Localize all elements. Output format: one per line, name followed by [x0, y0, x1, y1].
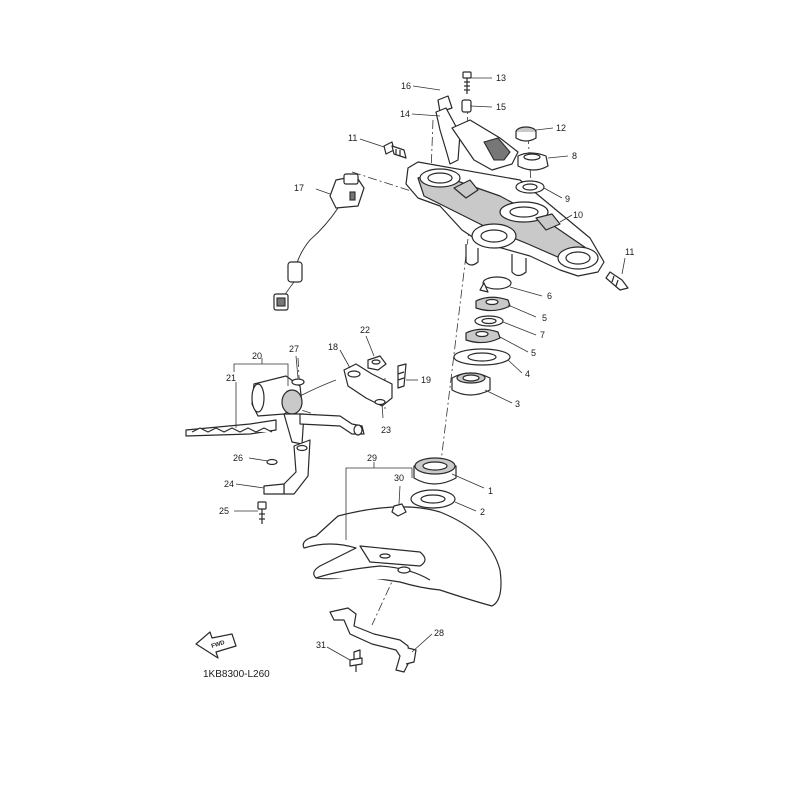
- switch-holder: [435, 71, 519, 171]
- callout-11-left: 11: [348, 133, 357, 143]
- lower-bearing: [410, 457, 457, 509]
- callout-8: 8: [572, 151, 577, 161]
- callout-10: 10: [573, 210, 583, 220]
- callout-18: 18: [328, 342, 338, 352]
- diagram-code: 1KB8300-L260: [203, 669, 270, 680]
- callout-4: 4: [525, 369, 530, 379]
- callout-17: 17: [294, 183, 304, 193]
- callout-22: 22: [360, 325, 370, 335]
- callout-30: 30: [394, 473, 404, 483]
- callout-9: 9: [565, 194, 570, 204]
- steering-damper: [185, 375, 365, 524]
- callout-2: 2: [480, 507, 485, 517]
- callout-5-upper: 5: [542, 313, 547, 323]
- callout-6: 6: [547, 291, 552, 301]
- callout-1: 1: [488, 486, 493, 496]
- upper-bracket: [405, 161, 605, 277]
- forward-arrow: FWD: [195, 631, 237, 659]
- callout-13: 13: [496, 73, 506, 83]
- callout-numbers: 1 2 3 4 5 5 6 7 8 9 10 11 11 12 13 14 15…: [219, 73, 634, 650]
- nut-30: [391, 503, 407, 517]
- callout-19: 19: [421, 375, 431, 385]
- callout-21: 21: [226, 373, 236, 383]
- callout-29: 29: [367, 453, 377, 463]
- callout-27: 27: [289, 344, 299, 354]
- lower-bracket: [329, 607, 417, 673]
- callout-14: 14: [400, 109, 410, 119]
- fwd-label: FWD: [211, 640, 226, 650]
- top-bolts-nuts: [383, 126, 629, 291]
- callout-28: 28: [434, 628, 444, 638]
- callout-31: 31: [316, 640, 326, 650]
- callout-20: 20: [252, 351, 262, 361]
- callout-25: 25: [219, 506, 229, 516]
- stem-stack: [451, 276, 512, 396]
- callout-24: 24: [224, 479, 234, 489]
- callout-16: 16: [401, 81, 411, 91]
- callout-12: 12: [556, 123, 566, 133]
- callout-3: 3: [515, 399, 520, 409]
- callout-5-lower: 5: [531, 348, 536, 358]
- callout-23: 23: [381, 425, 391, 435]
- callout-26: 26: [233, 453, 243, 463]
- callout-11-right: 11: [625, 247, 634, 257]
- callout-15: 15: [496, 102, 506, 112]
- lower-cover: [302, 506, 502, 607]
- sensor-harness: [273, 173, 365, 311]
- leader-lines: [233, 77, 626, 661]
- damper-bracket: [343, 355, 407, 407]
- callout-7: 7: [540, 330, 545, 340]
